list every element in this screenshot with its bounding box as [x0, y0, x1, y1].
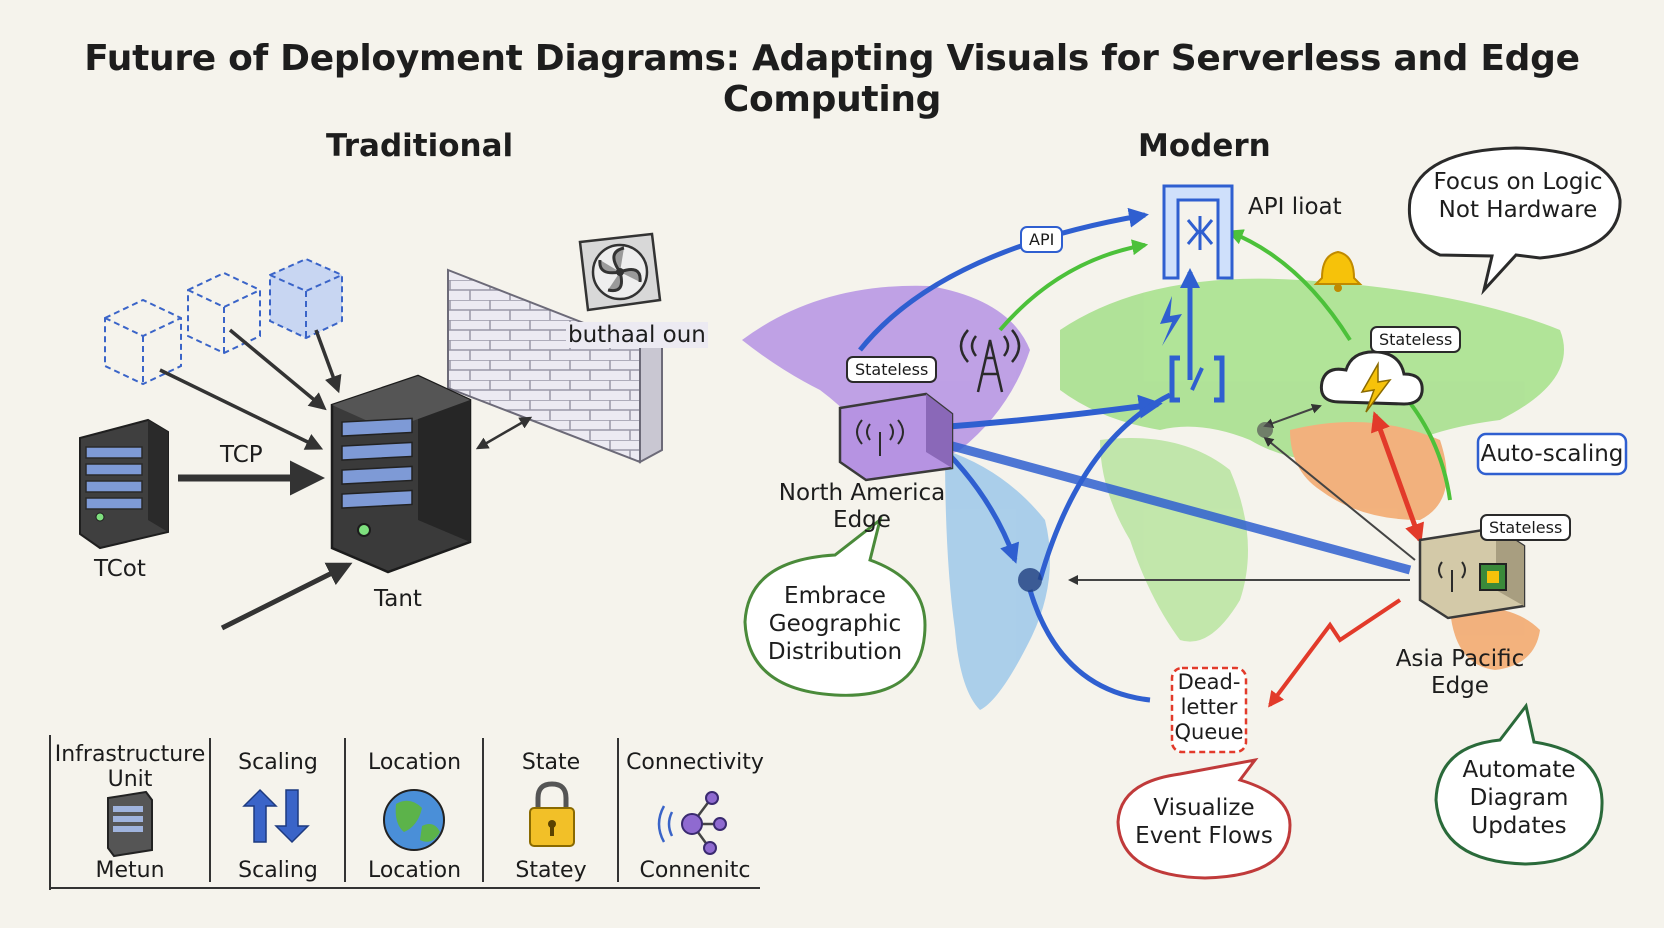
firewall-wall: [447, 268, 663, 464]
api-badge: API: [1020, 226, 1064, 253]
api-gateway-icon: [1162, 184, 1234, 280]
left-server-label: TCot: [94, 556, 146, 582]
page-title: Future of Deployment Diagrams: Adapting …: [84, 38, 1580, 120]
api-gateway-label: API lioat: [1248, 194, 1342, 220]
legend-footer-location: Location: [367, 858, 462, 883]
flow-arrows: [858, 207, 1452, 708]
function-icon: [1169, 355, 1225, 403]
traditional-arrows: [159, 328, 533, 631]
bubble-embrace: [743, 516, 927, 697]
radio-tower-icon: [959, 329, 1021, 393]
main-server: [330, 374, 472, 574]
stateless-badge-ap: Stateless: [1480, 514, 1572, 541]
tcp-server: [79, 418, 169, 550]
tcp-label: TCP: [220, 442, 263, 468]
main-server-label: Tant: [374, 586, 422, 612]
bubble-automate: [1434, 702, 1604, 866]
legend-frame: [49, 735, 760, 890]
dead-letter-box: [1170, 666, 1248, 754]
fan-unit: [578, 232, 662, 312]
stateless-badge-na: Stateless: [846, 356, 938, 383]
padlock-icon: [529, 781, 575, 847]
legend-header-location: Location: [367, 750, 462, 775]
legend-footer-scaling: Scaling: [238, 858, 318, 883]
legend-header-scaling: Scaling: [238, 750, 318, 775]
virtual-cubes: [104, 257, 343, 386]
bubble-visualize: [1116, 757, 1292, 880]
server-icon: [107, 790, 153, 858]
traditional-heading: Traditional: [326, 128, 514, 164]
legend-header-connectivity: Connectivity: [626, 750, 764, 775]
auto-scaling-box: [1476, 432, 1628, 476]
legend-footer-state: Statey: [515, 858, 587, 883]
na-edge-box: [838, 392, 954, 482]
bubble-focus: [1407, 146, 1622, 296]
legend-footer-infrastructure: Metun: [95, 858, 165, 883]
lightning-icon: [1160, 296, 1182, 346]
legend-header-state: State: [521, 750, 581, 775]
auto-scaling-label: Auto-scaling: [1480, 441, 1624, 467]
stateless-badge-cloud: Stateless: [1370, 326, 1462, 353]
ap-edge-box: [1418, 526, 1526, 620]
legend-footer-connectivity: Connenitc: [639, 858, 751, 883]
bell-icon: [1313, 250, 1363, 292]
up-down-arrows-icon: [242, 788, 310, 844]
network-node-icon: [657, 791, 727, 855]
firewall-label: buthaal oun: [566, 322, 708, 348]
globe-icon: [383, 789, 445, 851]
modern-heading: Modern: [1138, 128, 1271, 164]
